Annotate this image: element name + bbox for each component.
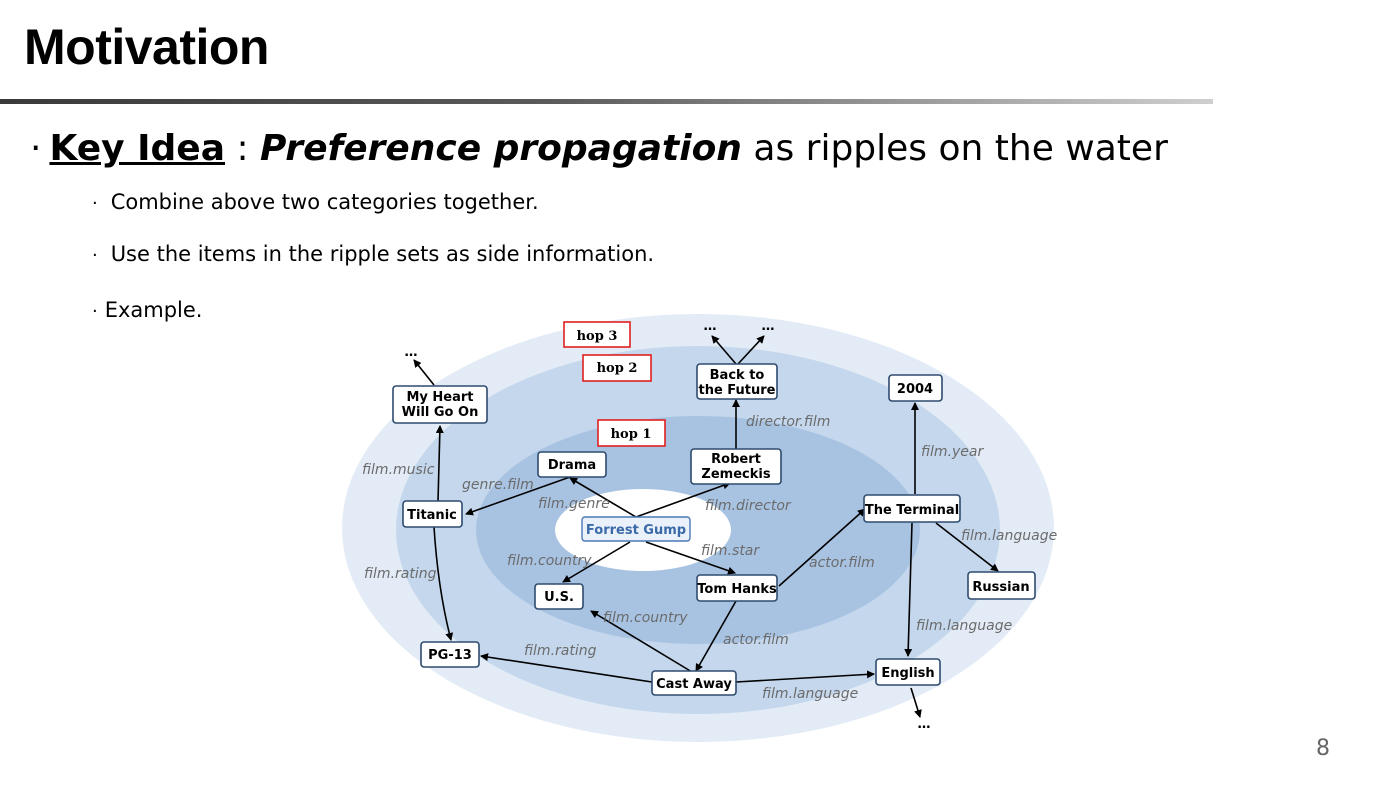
svg-text:Back to: Back to — [710, 368, 765, 383]
rel-film-country-1: film.country — [507, 553, 592, 569]
sub-bullet-1: · Combine above two categories together. — [92, 190, 539, 214]
node-2004: 2004 — [888, 374, 943, 402]
edge-fg-us — [562, 541, 631, 583]
page-number: 8 — [1316, 736, 1330, 761]
sub-bullet-2: · Use the items in the ripple sets as si… — [92, 242, 654, 266]
edge-castaway-us — [590, 610, 693, 673]
rel-film-rating-1: film.rating — [364, 566, 437, 582]
sub-bullet-text: Use the items in the ripple sets as side… — [110, 242, 655, 266]
edge-fg-drama — [569, 477, 637, 518]
edge-drama-titanic — [465, 476, 571, 516]
node-tom-hanks: Tom Hanks — [696, 574, 778, 602]
node-drama: Drama — [537, 451, 607, 478]
rel-film-language-3: film.language — [762, 686, 858, 702]
edge-tomhanks-castaway — [695, 600, 737, 672]
node-the-terminal: The Terminal — [863, 494, 961, 523]
hop3-label: hop 3 — [563, 321, 631, 348]
svg-text:Will Go On: Will Go On — [402, 405, 479, 420]
svg-text:My Heart: My Heart — [406, 390, 473, 405]
hop1-label: hop 1 — [597, 419, 666, 447]
rel-film-rating-2: film.rating — [524, 643, 597, 659]
edge-english-more — [910, 687, 922, 718]
edge-tomhanks-terminal — [778, 508, 866, 587]
svg-text:U.S.: U.S. — [544, 590, 574, 605]
svg-text:Forrest Gump: Forrest Gump — [586, 523, 686, 538]
svg-text:hop 3: hop 3 — [577, 329, 618, 344]
rel-film-year: film.year — [921, 444, 984, 460]
svg-text:hop 2: hop 2 — [597, 361, 638, 376]
slide-title: Motivation — [24, 19, 269, 75]
svg-text:PG-13: PG-13 — [428, 648, 472, 663]
node-us: U.S. — [534, 583, 584, 610]
rel-actor-film-2: actor.film — [723, 632, 789, 648]
key-idea-rest: as ripples on the water — [741, 128, 1168, 169]
node-my-heart-will-go-on: My Heart Will Go On — [392, 385, 488, 424]
edge-backfuture-more2 — [737, 335, 765, 365]
key-idea-separator: : — [225, 128, 261, 169]
rel-film-language-1: film.language — [961, 528, 1057, 544]
hop2-label: hop 2 — [582, 354, 652, 382]
svg-text:Titanic: Titanic — [407, 508, 457, 523]
edge-castaway-pg13 — [480, 653, 653, 683]
edge-terminal-russian — [935, 522, 999, 572]
title-divider — [0, 99, 1213, 104]
ellipsis-backfuture-right: … — [762, 319, 775, 334]
edge-heart-more — [413, 359, 435, 386]
sub-bullet-text: Example. — [104, 298, 203, 322]
svg-text:2004: 2004 — [897, 382, 933, 397]
sub-bullet-dot: · — [92, 245, 98, 266]
svg-text:Russian: Russian — [972, 580, 1029, 595]
edge-fg-zemeckis — [635, 481, 731, 518]
edge-terminal-english — [904, 522, 913, 657]
svg-text:Zemeckis: Zemeckis — [701, 467, 770, 482]
key-idea-bullet: ·Key Idea : Preference propagation as ri… — [30, 128, 1168, 169]
rel-film-genre: film.genre — [538, 496, 610, 512]
rel-genre-film: genre.film — [462, 477, 534, 493]
edge-fg-tomhanks — [645, 541, 736, 575]
ellipsis-backfuture-left: … — [704, 319, 717, 334]
sub-bullet-dot: · — [92, 193, 98, 214]
key-idea-emphasis: Preference propagation — [260, 128, 742, 169]
svg-text:the Future: the Future — [699, 383, 776, 398]
bullet-dot: · — [30, 128, 42, 169]
sub-bullet-dot: · — [92, 301, 98, 322]
rel-film-language-2: film.language — [916, 618, 1012, 634]
node-back-to-the-future: Back to the Future — [696, 363, 778, 400]
rel-film-director: film.director — [705, 498, 792, 514]
rel-actor-film-1: actor.film — [809, 555, 875, 571]
edges — [413, 335, 999, 718]
edge-titanic-pg13 — [433, 526, 454, 641]
ellipsis-heart: … — [405, 345, 418, 360]
sub-bullet-text: Combine above two categories together. — [110, 190, 539, 214]
svg-text:Robert: Robert — [711, 452, 761, 467]
rel-film-country-2: film.country — [603, 610, 688, 626]
svg-text:Cast Away: Cast Away — [656, 677, 732, 692]
svg-text:The Terminal: The Terminal — [865, 503, 959, 518]
svg-text:Tom Hanks: Tom Hanks — [697, 582, 777, 597]
rel-film-star: film.star — [701, 543, 760, 559]
rel-film-music: film.music — [362, 462, 435, 478]
edge-backfuture-more1 — [711, 335, 737, 365]
node-forrest-gump: Forrest Gump — [581, 516, 691, 542]
node-pg13: PG-13 — [420, 641, 480, 668]
rel-director-film: director.film — [746, 414, 830, 430]
svg-text:hop 1: hop 1 — [611, 427, 652, 442]
node-russian: Russian — [967, 571, 1036, 600]
node-robert-zemeckis: Robert Zemeckis — [690, 448, 782, 485]
key-idea-label: Key Idea — [49, 128, 226, 169]
node-titanic: Titanic — [402, 500, 463, 528]
svg-text:English: English — [881, 666, 934, 681]
ellipsis-english: … — [918, 717, 931, 732]
sub-bullet-3: · Example. — [92, 298, 202, 322]
node-english: English — [875, 658, 941, 686]
svg-text:Drama: Drama — [548, 458, 596, 473]
edge-castaway-english — [735, 670, 875, 683]
edge-titanic-heart — [435, 425, 444, 502]
node-cast-away: Cast Away — [651, 670, 737, 696]
